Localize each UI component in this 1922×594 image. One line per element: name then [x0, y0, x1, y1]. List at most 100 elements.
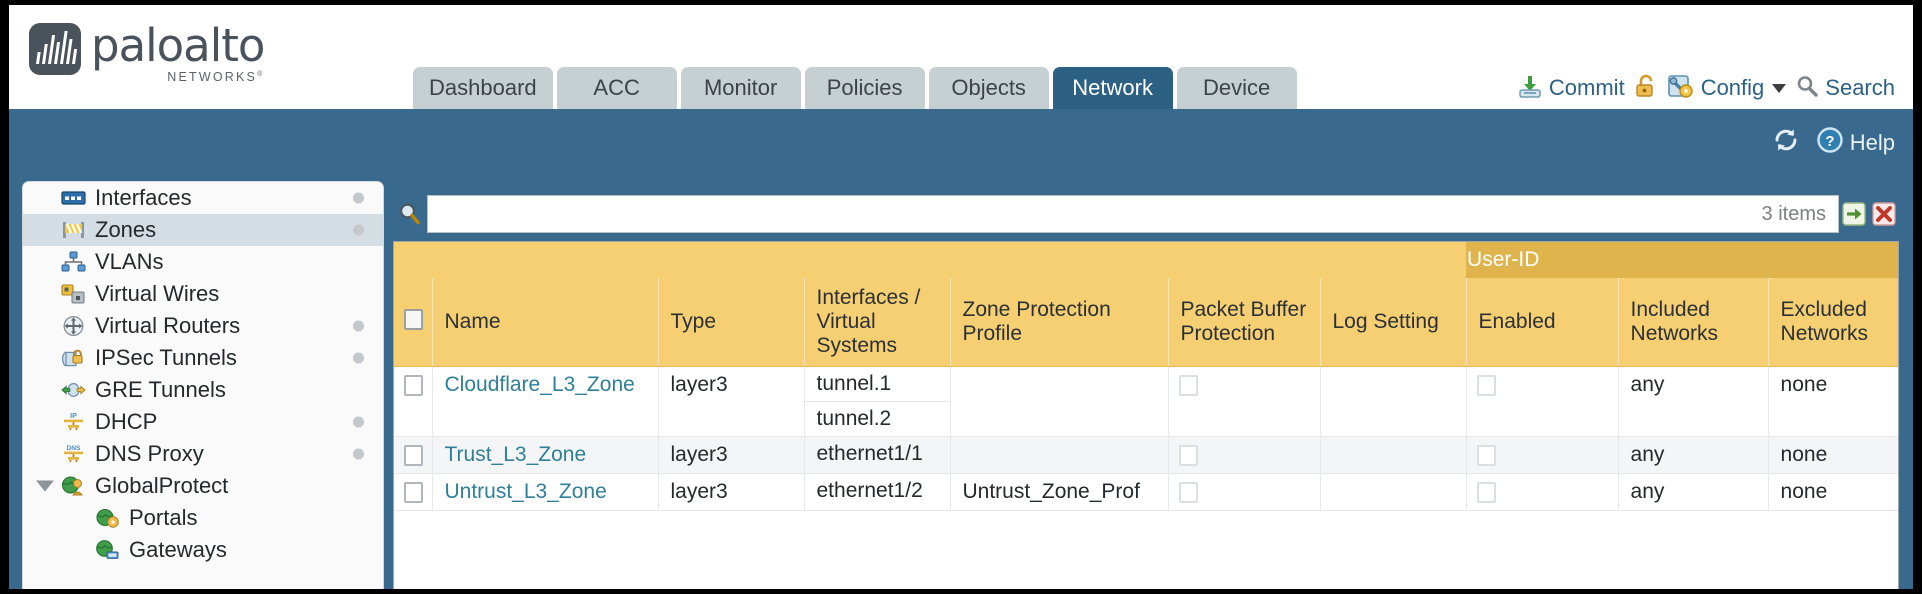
sidebar-item-label: IPSec Tunnels: [95, 345, 237, 370]
group-header-row: User-ID: [394, 242, 1898, 278]
packet-buffer-protection-cell[interactable]: [1168, 366, 1321, 438]
col-header-excluded-networks[interactable]: Excluded Networks: [1768, 278, 1898, 368]
commit-button[interactable]: Commit: [1517, 73, 1625, 104]
userid-enabled-cell[interactable]: [1466, 436, 1619, 475]
sidebar-item-virtual-routers[interactable]: Virtual Routers: [23, 310, 383, 342]
help-button[interactable]: ? Help: [1816, 126, 1895, 159]
apply-filter-button[interactable]: [1839, 195, 1869, 233]
sidebar-item-globalprotect[interactable]: GlobalProtect: [23, 470, 383, 502]
included-networks-cell: any: [1618, 366, 1769, 438]
svg-text:IP: IP: [70, 411, 77, 420]
sidebar-item-vlans[interactable]: VLANs: [23, 246, 383, 278]
packet-buffer-protection-checkbox[interactable]: [1178, 375, 1198, 397]
nav-tab-policies[interactable]: Policies: [804, 67, 925, 109]
col-header-included-networks[interactable]: Included Networks: [1618, 278, 1769, 368]
col-header-name[interactable]: Name: [432, 278, 659, 368]
sidebar-item-portals[interactable]: Portals: [23, 502, 383, 534]
included-networks-cell: any: [1618, 436, 1769, 475]
paloalto-logo-mark-icon: [29, 23, 81, 75]
column-header-row: Name Type Interfaces / Virtual Systems Z…: [394, 278, 1898, 368]
nav-tab-objects[interactable]: Objects: [928, 67, 1049, 109]
ipsec-tunnels-icon: [61, 347, 86, 369]
zone-interfaces-cell: ethernet1/1: [804, 436, 951, 475]
zone-protection-profile-cell: [950, 436, 1169, 475]
expander-collapse-icon[interactable]: [36, 480, 54, 492]
userid-enabled-cell[interactable]: [1466, 366, 1619, 438]
col-header-log-setting[interactable]: Log Setting: [1320, 278, 1467, 368]
sidebar-item-label: Portals: [129, 505, 198, 530]
sidebar-item-interfaces[interactable]: Interfaces: [23, 182, 383, 214]
sidebar-item-virtual-wires[interactable]: Virtual Wires: [23, 278, 383, 310]
zone-name-cell[interactable]: Trust_L3_Zone: [432, 436, 659, 475]
row-select-checkbox[interactable]: [404, 375, 423, 397]
filter-input-wrap[interactable]: 3 items: [427, 195, 1839, 233]
zone-name-link[interactable]: Untrust_L3_Zone: [444, 480, 607, 504]
row-select-cell[interactable]: [394, 436, 433, 475]
nav-tab-device[interactable]: Device: [1176, 67, 1297, 109]
excluded-networks-cell: none: [1768, 473, 1898, 512]
row-select-cell[interactable]: [394, 366, 433, 438]
svg-text:DNS: DNS: [67, 445, 82, 452]
refresh-icon[interactable]: [1772, 127, 1800, 158]
paloalto-logo[interactable]: paloalto NETWORKS®: [29, 23, 265, 84]
col-header-userid-enabled[interactable]: Enabled: [1466, 278, 1619, 368]
lock-button[interactable]: [1634, 73, 1658, 104]
zone-name-link[interactable]: Cloudflare_L3_Zone: [444, 373, 635, 397]
zone-name-cell[interactable]: Untrust_L3_Zone: [432, 473, 659, 512]
log-setting-cell: [1320, 473, 1467, 512]
packet-buffer-protection-checkbox[interactable]: [1178, 482, 1198, 504]
col-header-interfaces[interactable]: Interfaces / Virtual Systems: [804, 278, 951, 368]
items-count-label: 3 items: [1761, 202, 1826, 225]
col-header-type[interactable]: Type: [658, 278, 805, 368]
filter-search-icon: [393, 201, 427, 227]
col-header-zone-protection-profile[interactable]: Zone Protection Profile: [950, 278, 1169, 368]
col-header-packet-buffer-protection[interactable]: Packet Buffer Protection: [1168, 278, 1321, 368]
config-dropdown[interactable]: Config: [1667, 73, 1787, 104]
clear-filter-button[interactable]: [1869, 195, 1899, 233]
portals-icon: [95, 507, 120, 529]
zone-name-link[interactable]: Trust_L3_Zone: [444, 443, 587, 467]
sidebar-item-gateways[interactable]: Gateways: [23, 534, 383, 566]
zone-name-cell[interactable]: Cloudflare_L3_Zone: [432, 366, 659, 438]
interfaces-icon: [61, 187, 86, 209]
userid-enabled-checkbox[interactable]: [1476, 375, 1496, 397]
zone-type-cell: layer3: [658, 473, 805, 512]
search-button[interactable]: Search: [1795, 74, 1895, 103]
log-setting-cell: [1320, 436, 1467, 475]
filter-search-input[interactable]: [440, 195, 1752, 233]
sidebar-item-gre-tunnels[interactable]: GRE Tunnels: [23, 374, 383, 406]
sidebar-item-indicator-dot: [353, 224, 364, 236]
commit-save-icon: [1517, 73, 1543, 104]
excluded-networks-cell: none: [1768, 436, 1898, 475]
included-networks-cell: any: [1618, 473, 1769, 512]
sidebar-item-ipsec-tunnels[interactable]: IPSec Tunnels: [23, 342, 383, 374]
virtual-routers-icon: [61, 315, 86, 337]
select-all-checkbox[interactable]: [404, 308, 423, 330]
band-tools: ? Help: [1772, 126, 1895, 159]
userid-enabled-checkbox[interactable]: [1476, 482, 1496, 504]
sidebar-item-zones[interactable]: Zones: [23, 214, 383, 246]
nav-tab-acc[interactable]: ACC: [556, 67, 677, 109]
zone-protection-profile-cell: Untrust_Zone_Prof: [950, 473, 1169, 512]
userid-enabled-cell[interactable]: [1466, 473, 1619, 512]
packet-buffer-protection-checkbox[interactable]: [1178, 445, 1198, 467]
nav-tab-monitor[interactable]: Monitor: [680, 67, 801, 109]
packet-buffer-protection-cell[interactable]: [1168, 436, 1321, 475]
userid-enabled-checkbox[interactable]: [1476, 445, 1496, 467]
row-select-checkbox[interactable]: [404, 445, 423, 467]
sidebar-item-label: Zones: [95, 217, 157, 242]
nav-tab-network[interactable]: Network: [1052, 67, 1173, 109]
row-select-checkbox[interactable]: [404, 482, 423, 504]
packet-buffer-protection-cell[interactable]: [1168, 473, 1321, 512]
gre-tunnels-icon: [61, 379, 86, 401]
nav-tab-dashboard[interactable]: Dashboard: [413, 67, 553, 109]
row-select-cell[interactable]: [394, 473, 433, 512]
dhcp-icon: IP: [61, 411, 86, 433]
